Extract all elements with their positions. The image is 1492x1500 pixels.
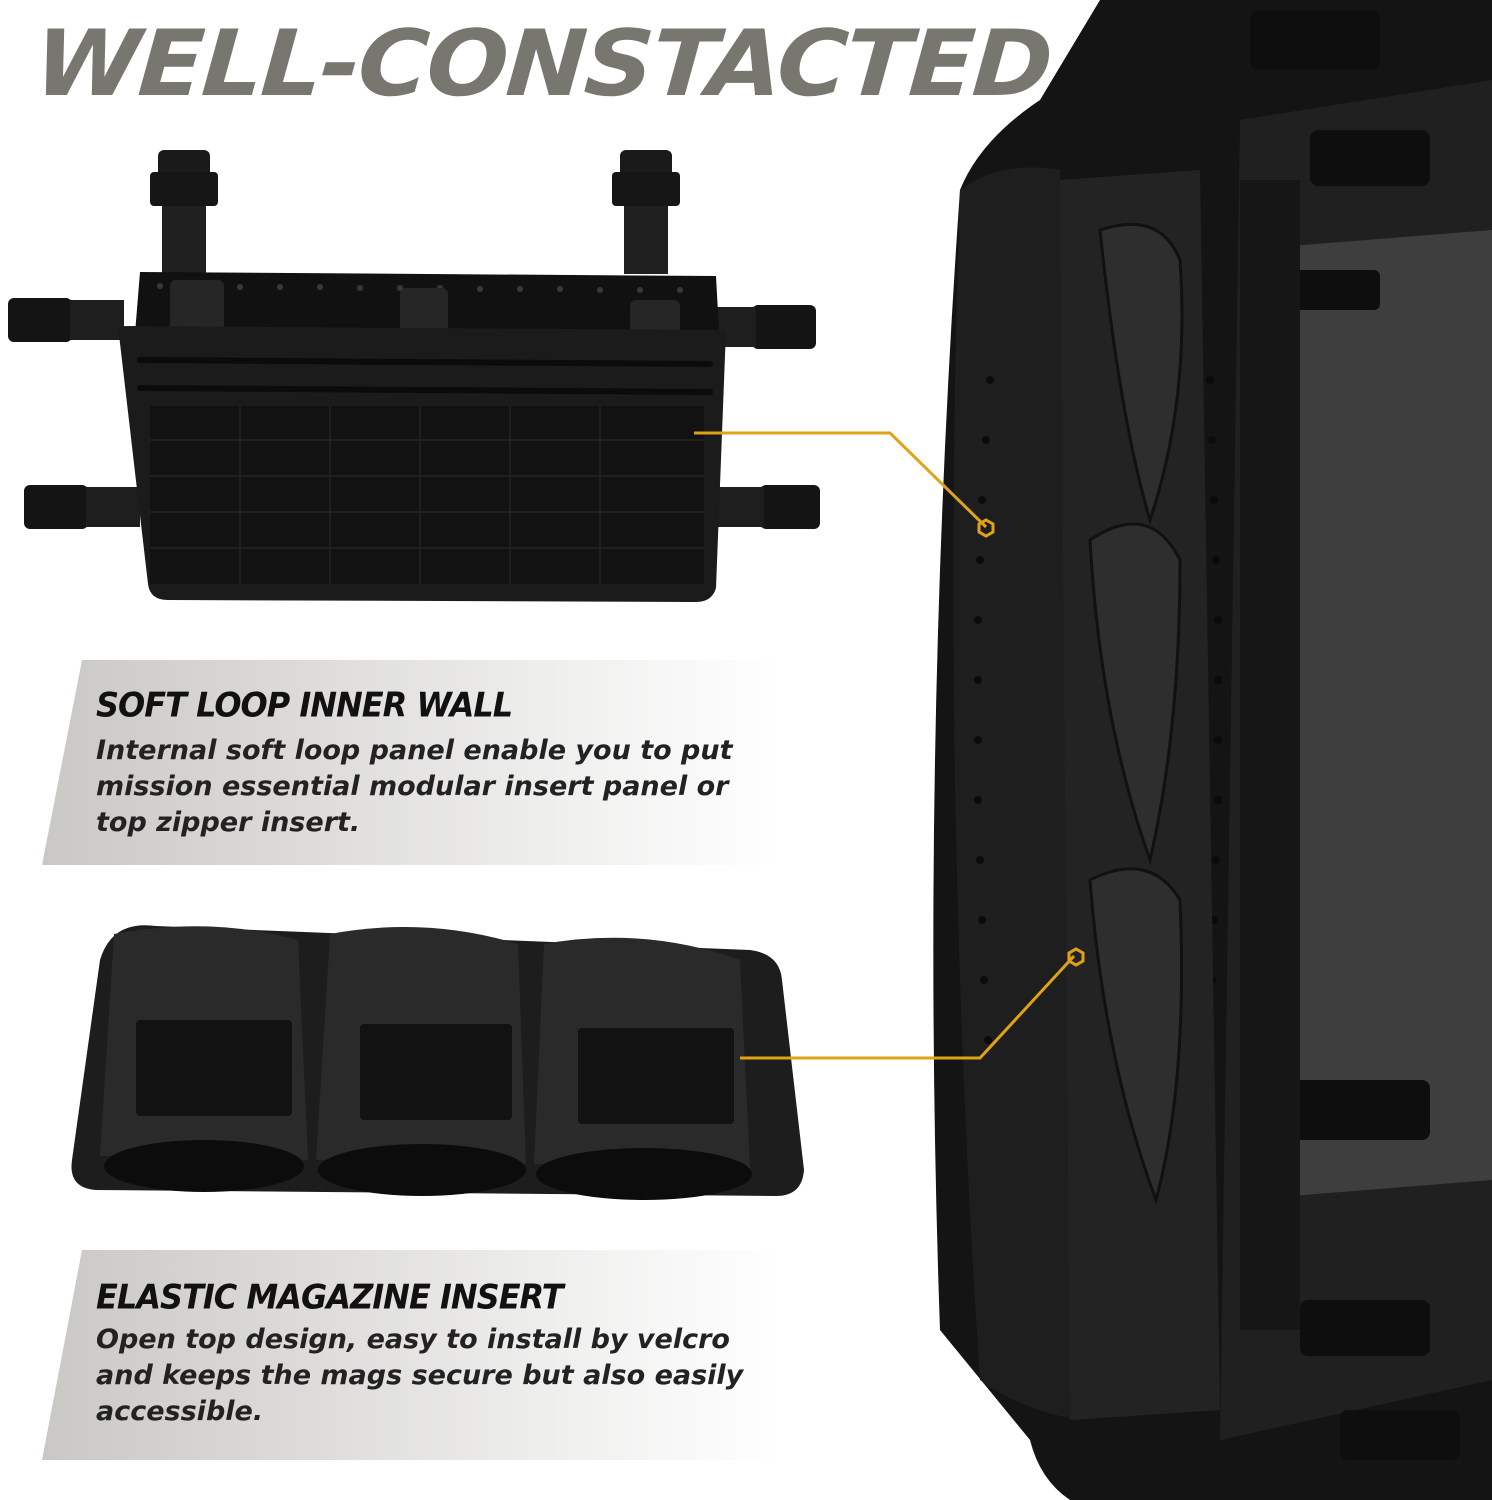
vest-closeup-image xyxy=(933,0,1492,1500)
feature-body-elastic-insert: Open top design, easy to install by velc… xyxy=(96,1324,744,1427)
feature-title-soft-loop: SOFT LOOP INNER WALL xyxy=(96,685,513,725)
feature-body-soft-loop: Internal soft loop panel enable you to p… xyxy=(96,735,733,838)
magazine-insert-image xyxy=(71,925,804,1200)
feature-title-elastic-insert: ELASTIC MAGAZINE INSERT xyxy=(96,1277,564,1317)
headline: WELL-CONSTACTED xyxy=(31,10,1055,117)
feature-panel-elastic-insert xyxy=(42,1250,782,1460)
chest-rig-image xyxy=(8,150,820,602)
feature-panel-soft-loop xyxy=(42,660,782,865)
